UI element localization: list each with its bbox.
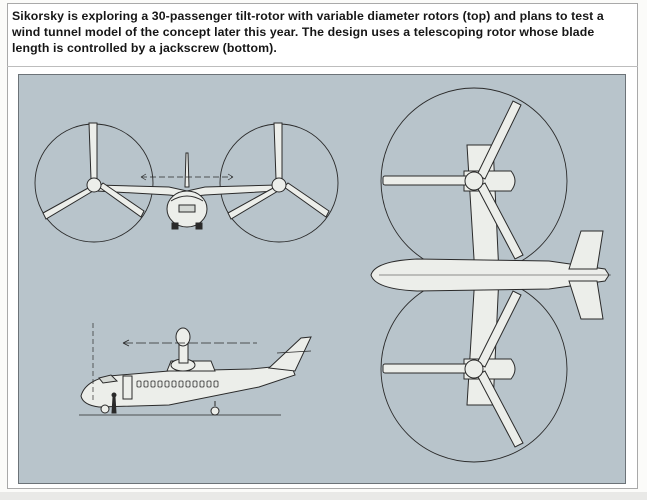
figure-caption: Sikorsky is exploring a 30-passenger til… xyxy=(12,9,604,55)
front-view xyxy=(34,122,339,243)
caption-divider xyxy=(7,66,638,67)
tiltrotor-drawing xyxy=(19,75,625,483)
top-view xyxy=(370,87,611,463)
side-view xyxy=(79,323,312,416)
page-bottom-edge xyxy=(0,492,647,500)
tiltrotor-illustration xyxy=(18,74,626,484)
